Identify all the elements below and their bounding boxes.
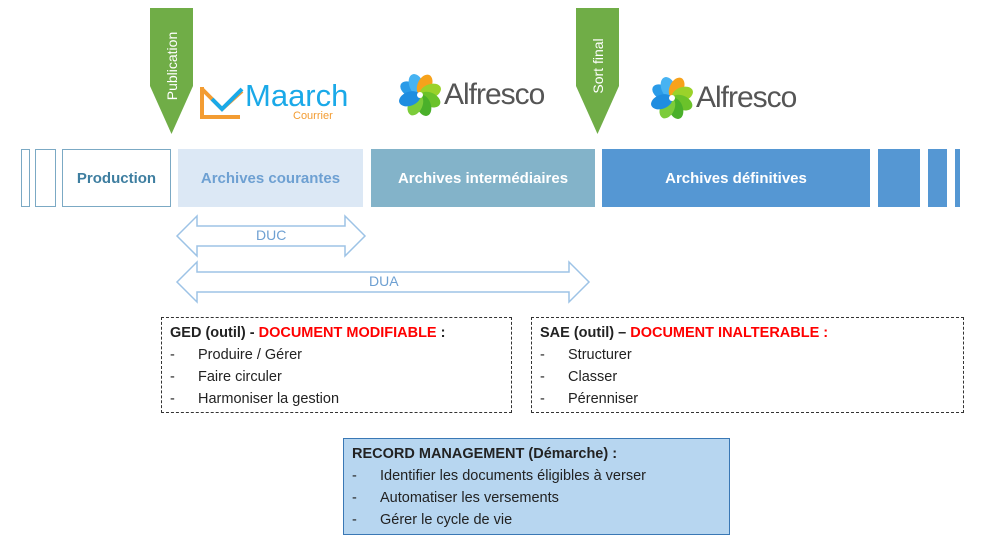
alfresco-flower-icon — [651, 77, 693, 119]
ged-emphasis: DOCUMENT MODIFIABLE — [258, 325, 437, 341]
ged-title: GED (outil) - DOCUMENT MODIFIABLE : — [170, 325, 446, 341]
phase-production: Production — [62, 149, 171, 207]
alfresco-name: Alfresco — [444, 78, 545, 111]
phase-stub — [21, 149, 30, 207]
maarch-logo: Maarch Courrier — [198, 78, 349, 125]
sae-emphasis: DOCUMENT INALTERABLE : — [630, 325, 829, 341]
sae-box: SAE (outil) – DOCUMENT INALTERABLE : -St… — [531, 317, 964, 413]
alfresco-name: Alfresco — [696, 81, 797, 114]
phase-stub — [35, 149, 56, 207]
phase-stub — [955, 149, 960, 207]
list-item: -Identifier les documents éligibles à ve… — [352, 468, 646, 484]
alfresco-logo: Alfresco — [398, 73, 558, 119]
rm-title: RECORD MANAGEMENT (Démarche) : — [352, 446, 618, 462]
maarch-name: Maarch — [245, 78, 349, 113]
maarch-check-icon — [200, 87, 244, 119]
phase-archives-courantes: Archives courantes — [178, 149, 363, 207]
list-item: -Faire circuler — [170, 369, 282, 385]
list-item: -Produire / Gérer — [170, 347, 302, 363]
duc-arrow-icon — [175, 214, 367, 258]
milestone-label: Sort final — [589, 38, 606, 94]
milestone-sort-final: Sort final — [576, 8, 619, 136]
list-item: -Structurer — [540, 347, 632, 363]
phase-archives-definitives: Archives définitives — [602, 149, 870, 207]
flag-shape-icon — [150, 8, 193, 134]
record-management-box: RECORD MANAGEMENT (Démarche) : -Identifi… — [343, 438, 730, 535]
milestone-publication: Publication — [150, 8, 193, 136]
ged-box: GED (outil) - DOCUMENT MODIFIABLE : -Pro… — [161, 317, 512, 413]
list-item: -Harmoniser la gestion — [170, 391, 340, 407]
duration-arrows — [175, 214, 591, 304]
list-item: -Gérer le cycle de vie — [352, 512, 513, 528]
list-item: -Classer — [540, 369, 618, 385]
alfresco-logo: Alfresco — [650, 76, 810, 122]
list-item: -Automatiser les versements — [352, 490, 559, 506]
maarch-sub: Courrier — [293, 110, 333, 122]
dua-arrow-icon — [175, 260, 591, 304]
sae-title: SAE (outil) – DOCUMENT INALTERABLE : — [540, 325, 829, 341]
phase-archives-intermediaires: Archives intermédiaires — [371, 149, 595, 207]
flag-shape-icon — [576, 8, 619, 134]
list-item: -Pérenniser — [540, 391, 639, 407]
milestone-label: Publication — [163, 31, 180, 101]
alfresco-flower-icon — [399, 74, 441, 116]
duc-label: DUC — [256, 227, 287, 243]
dua-label: DUA — [369, 273, 399, 289]
phase-stub — [928, 149, 947, 207]
phase-stub — [878, 149, 920, 207]
